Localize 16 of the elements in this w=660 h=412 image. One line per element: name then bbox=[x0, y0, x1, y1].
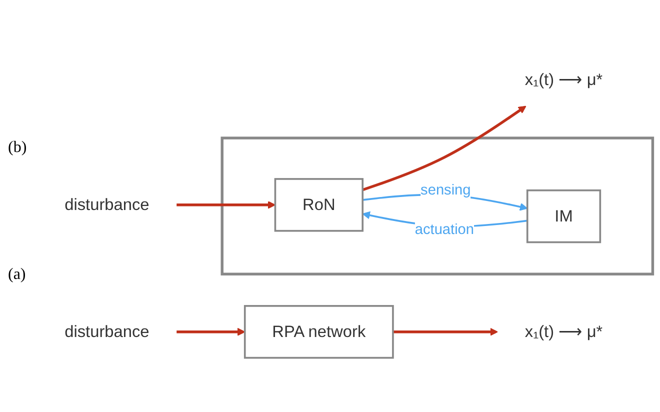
node-text: x₁(t) ⟶ μ* bbox=[524, 70, 603, 89]
panel-label: (b) bbox=[8, 138, 27, 157]
edge-label: sensing bbox=[420, 182, 471, 198]
node-text: disturbance bbox=[64, 322, 150, 340]
cluster bbox=[220, 136, 654, 276]
node-box: RPA network bbox=[244, 304, 394, 359]
arrow bbox=[176, 328, 246, 336]
panel-label: (a) bbox=[8, 266, 26, 284]
edge-label: actuation bbox=[414, 222, 474, 238]
node-text: disturbance bbox=[64, 195, 150, 214]
arrow bbox=[362, 106, 526, 192]
arrow bbox=[176, 200, 276, 209]
arrow bbox=[392, 328, 498, 336]
node-box: IM bbox=[526, 189, 602, 244]
node-box: RoN bbox=[274, 178, 364, 232]
node-text: x₁(t) ⟶ μ* bbox=[524, 322, 603, 340]
